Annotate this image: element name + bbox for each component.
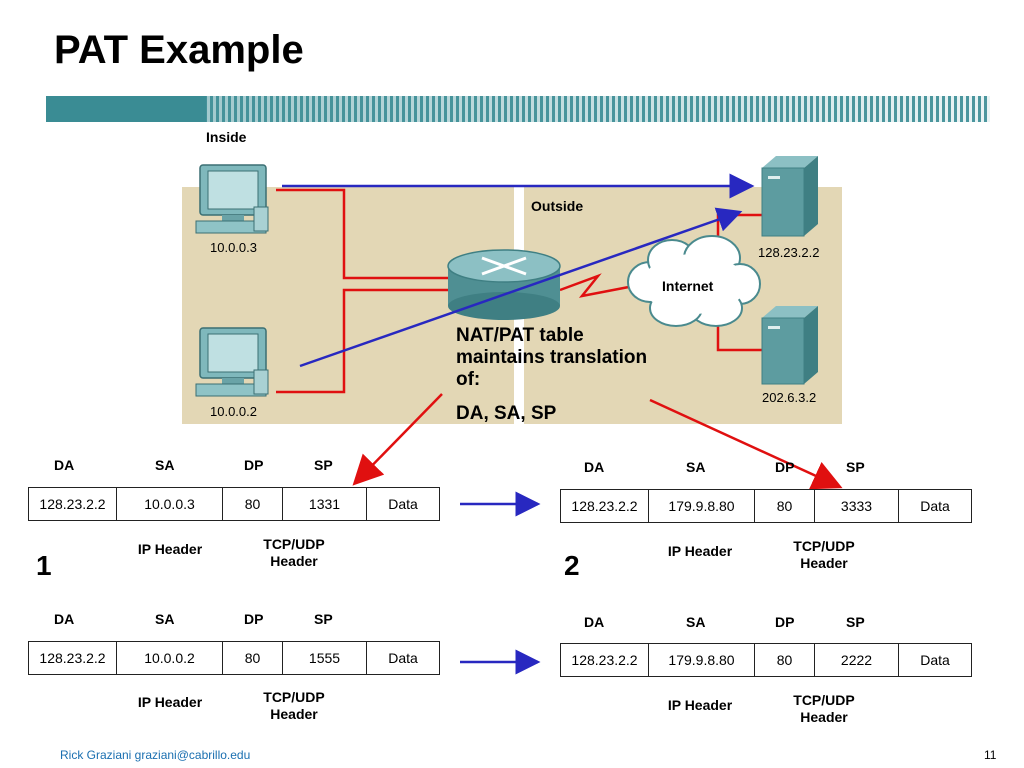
field-label-sp: SP xyxy=(314,457,333,473)
field-label-dp: DP xyxy=(244,611,264,627)
field-label-sa: SA xyxy=(686,614,706,630)
nat-note-line: maintains translation xyxy=(456,347,648,368)
packet-sa: 179.9.8.80 xyxy=(649,490,755,522)
packet-sp: 1331 xyxy=(283,488,367,520)
field-label-sa: SA xyxy=(155,457,175,473)
internet-cloud-icon xyxy=(627,235,761,327)
packet-da: 128.23.2.2 xyxy=(561,644,649,676)
pc-10-0-0-3-icon xyxy=(195,164,269,234)
packet-data: Data xyxy=(388,650,418,666)
inside-label: Inside xyxy=(206,129,247,145)
packet-sa: 179.9.8.80 xyxy=(649,644,755,676)
field-label-da: DA xyxy=(584,614,605,630)
tcp-header-label: TCP/UDP Header xyxy=(770,692,878,726)
field-label-sp: SP xyxy=(846,459,865,475)
field-label-sa: SA xyxy=(155,611,175,627)
flow-arrows xyxy=(282,173,755,675)
packet-inside-1: 128.23.2.2 10.0.0.3 80 1331 Data xyxy=(28,487,440,521)
packet-outside-2: 128.23.2.2 179.9.8.80 80 2222 Data xyxy=(560,643,972,677)
field-label-sp: SP xyxy=(846,614,865,630)
tcp-header-line: TCP/UDP xyxy=(263,536,325,552)
field-label-sa: SA xyxy=(686,459,706,475)
ip-header-label: IP Header xyxy=(667,543,733,559)
packet-outside-1: 128.23.2.2 179.9.8.80 80 3333 Data xyxy=(560,489,972,523)
field-label-dp: DP xyxy=(775,459,795,475)
tcp-header-line: TCP/UDP xyxy=(793,538,855,554)
tcp-header-label: TCP/UDP Header xyxy=(770,538,878,572)
packet-sa: 10.0.0.3 xyxy=(117,488,223,520)
packet-da: 128.23.2.2 xyxy=(561,490,649,522)
tcp-header-line: TCP/UDP xyxy=(793,692,855,708)
field-label-sp: SP xyxy=(314,611,333,627)
tcp-header-line: Header xyxy=(270,706,318,722)
nat-table-note: NAT/PAT table maintains translation of: … xyxy=(456,325,696,425)
tcp-header-line: TCP/UDP xyxy=(263,689,325,705)
packet-da: 128.23.2.2 xyxy=(29,488,117,520)
packet-sp: 2222 xyxy=(815,644,899,676)
field-label-da: DA xyxy=(54,611,75,627)
field-label-dp: DP xyxy=(775,614,795,630)
tcp-header-label: TCP/UDP Header xyxy=(240,689,348,723)
packet-sa: 10.0.0.2 xyxy=(117,642,223,674)
step-number: 2 xyxy=(564,550,580,581)
nat-note-line: NAT/PAT table xyxy=(456,325,584,346)
tcp-header-line: Header xyxy=(270,553,318,569)
packet-dp: 80 xyxy=(755,490,815,522)
packet-dp: 80 xyxy=(223,642,283,674)
tcp-header-line: Header xyxy=(800,555,848,571)
footer-author: Rick Graziani graziani@cabrillo.edu xyxy=(60,748,251,762)
field-label-dp: DP xyxy=(244,457,264,473)
packet-sp: 3333 xyxy=(815,490,899,522)
ip-header-label: IP Header xyxy=(667,697,733,713)
packet-data: Data xyxy=(920,652,950,668)
internet-label: Internet xyxy=(662,278,714,294)
host-ip-label: 10.0.0.3 xyxy=(210,240,257,255)
outside-label: Outside xyxy=(531,198,584,214)
router-icon xyxy=(447,249,561,320)
server-ip-label: 202.6.3.2 xyxy=(762,390,817,405)
page-number: 11 xyxy=(984,748,997,762)
tcp-header-line: Header xyxy=(800,709,848,725)
packet-da: 128.23.2.2 xyxy=(29,642,117,674)
packet-inside-2: 128.23.2.2 10.0.0.2 80 1555 Data xyxy=(28,641,440,675)
callout-arrows xyxy=(352,393,843,490)
server-128-23-2-2-icon xyxy=(761,156,818,237)
field-label-da: DA xyxy=(584,459,605,475)
packet-data: Data xyxy=(920,498,950,514)
host-ip-label: 10.0.0.2 xyxy=(210,404,257,419)
nat-note-line: DA, SA, SP xyxy=(456,403,557,424)
step-number: 1 xyxy=(36,550,52,581)
pc-10-0-0-2-icon xyxy=(195,327,269,397)
packet-data: Data xyxy=(388,496,418,512)
packet-dp: 80 xyxy=(755,644,815,676)
tcp-header-label: TCP/UDP Header xyxy=(240,536,348,570)
nat-note-line: of: xyxy=(456,369,481,390)
packet-dp: 80 xyxy=(223,488,283,520)
server-ip-label: 128.23.2.2 xyxy=(758,245,820,260)
server-202-6-3-2-icon xyxy=(761,306,818,385)
ip-header-label: IP Header xyxy=(137,694,203,710)
ip-header-label: IP Header xyxy=(137,541,203,557)
field-label-da: DA xyxy=(54,457,75,473)
packet-sp: 1555 xyxy=(283,642,367,674)
slide-title: PAT Example xyxy=(54,28,304,72)
